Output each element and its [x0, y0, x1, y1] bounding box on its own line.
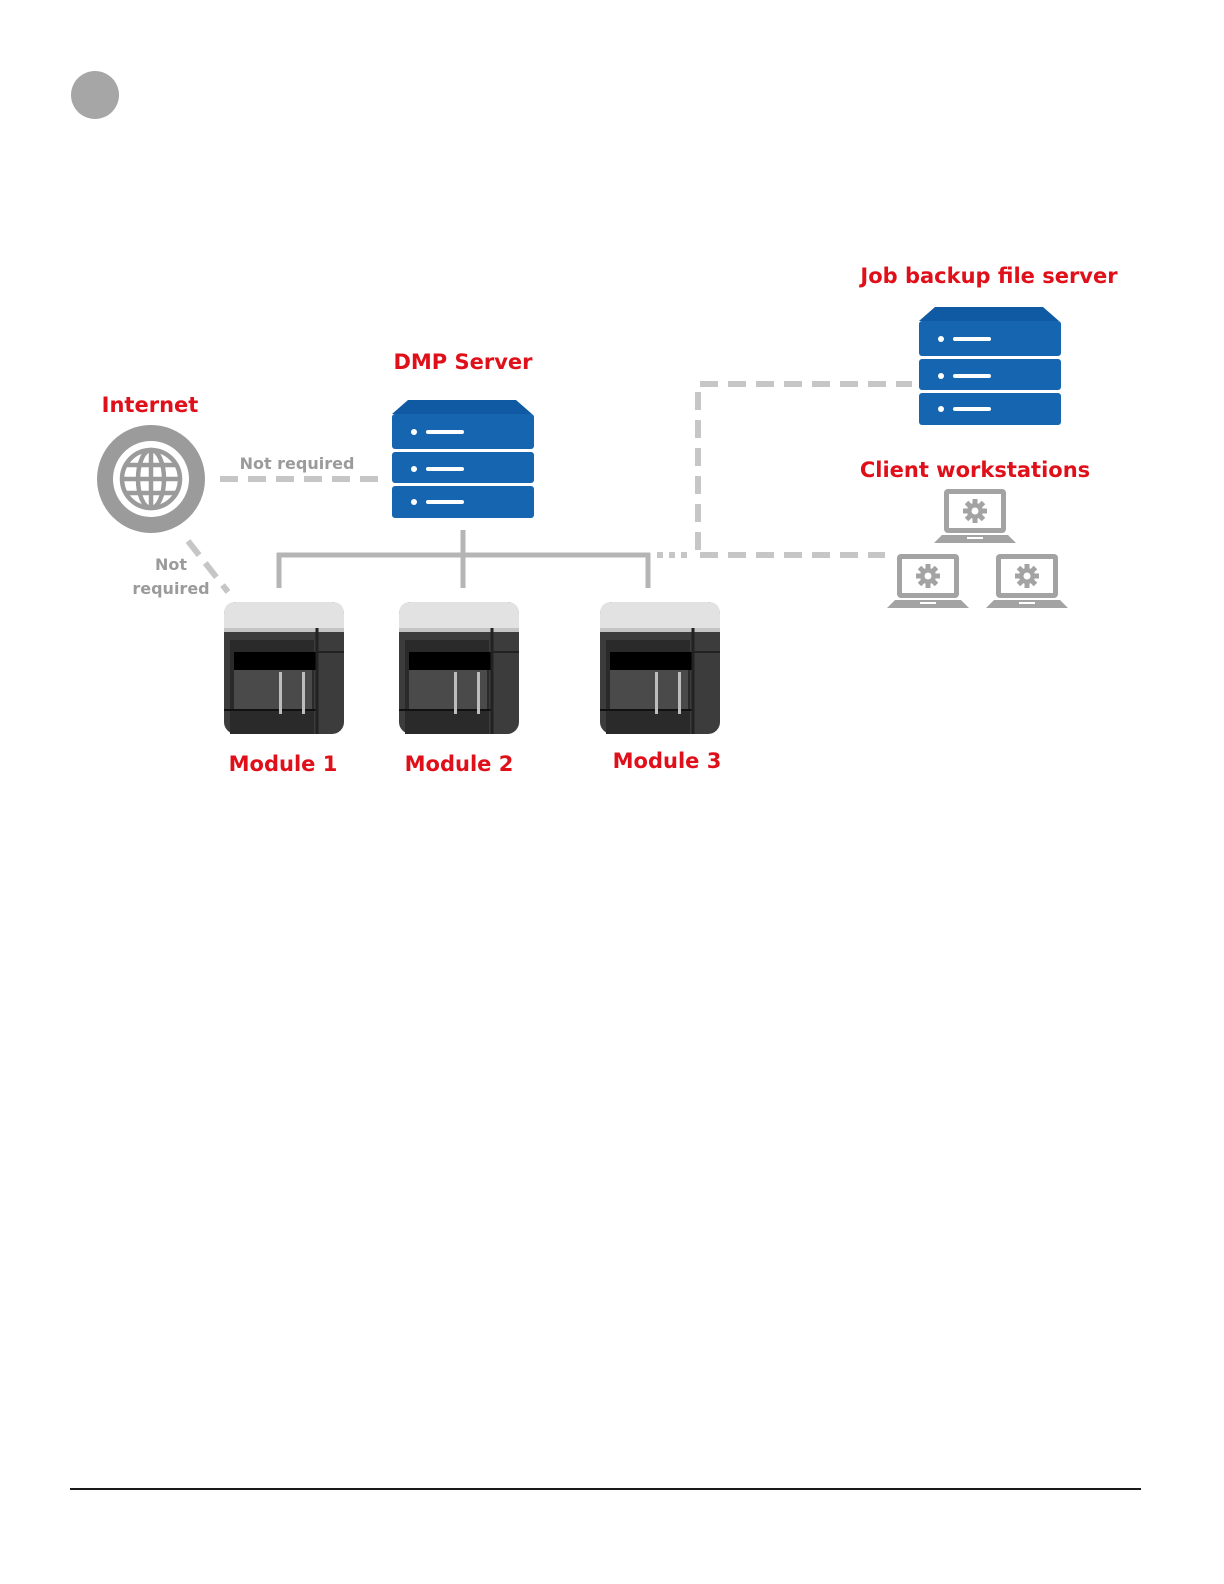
- internet-label: Internet: [102, 393, 199, 417]
- dmp-server-label: DMP Server: [393, 350, 533, 374]
- module-unit-icon: [600, 602, 720, 734]
- dmp-server-node: DMP Server: [392, 350, 534, 518]
- laptop-gear-icon: [934, 489, 1016, 543]
- client-workstations-label: Client workstations: [860, 458, 1090, 482]
- job-backup-server-label: Job backup file server: [858, 264, 1118, 288]
- job-backup-server-node: Job backup file server: [858, 264, 1118, 425]
- module-2-label: Module 2: [405, 752, 514, 776]
- globe-icon: [97, 425, 205, 533]
- module-2-node: Module 2: [399, 602, 519, 776]
- dmp-server-icon: [392, 400, 534, 518]
- internet-node: Internet Not required Not required: [97, 393, 354, 598]
- not-required-label-modules-line1: Not: [155, 555, 187, 574]
- module-1-node: Module 1: [224, 602, 344, 776]
- module-unit-icon: [224, 602, 344, 734]
- module-unit-icon: [399, 602, 519, 734]
- footer-divider: [70, 1488, 1141, 1490]
- laptop-gear-icon: [887, 554, 969, 608]
- not-required-label-dmp: Not required: [240, 454, 355, 473]
- module-1-label: Module 1: [229, 752, 338, 776]
- module-3-label: Module 3: [613, 749, 722, 773]
- client-workstations-node: Client workstations: [860, 458, 1090, 608]
- module-3-node: Module 3: [600, 602, 721, 773]
- job-backup-server-icon: [919, 307, 1061, 425]
- page-marker-circle: [71, 71, 119, 119]
- not-required-label-modules-line2: required: [132, 579, 209, 598]
- laptop-gear-icon: [986, 554, 1068, 608]
- connectors: [188, 384, 912, 592]
